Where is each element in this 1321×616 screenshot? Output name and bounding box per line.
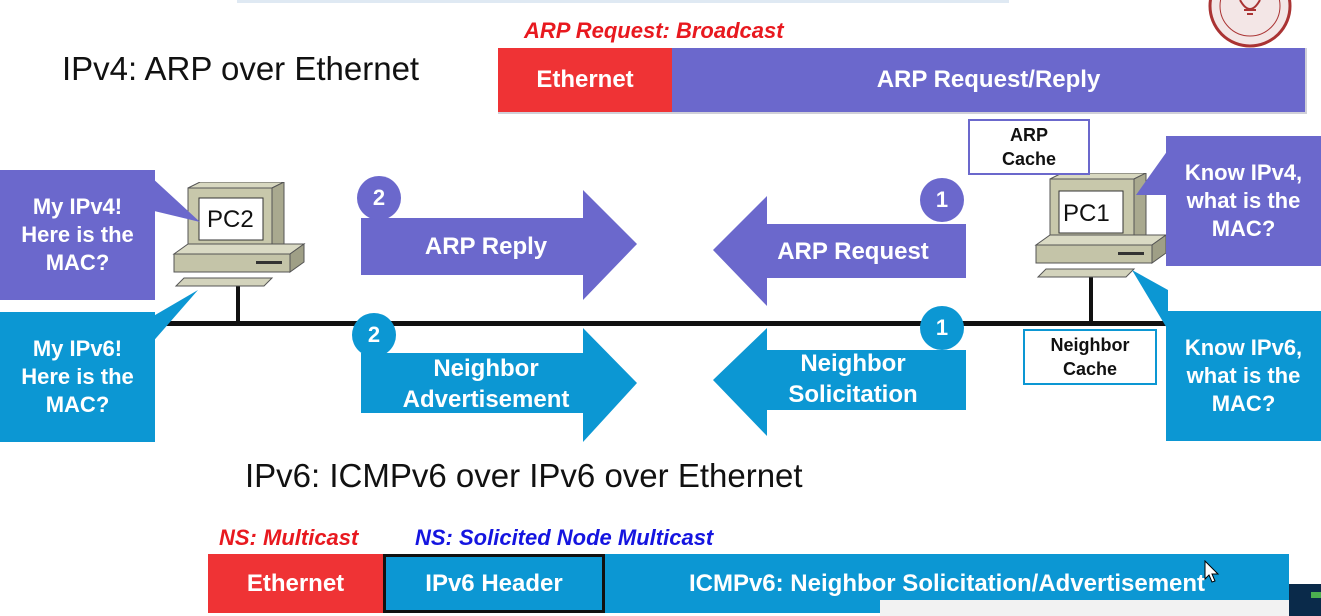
pc2-drop-line	[236, 283, 240, 323]
pc1-ipv6-line3: MAC?	[1211, 391, 1276, 416]
ipv6-title: IPv6: ICMPv6 over IPv6 over Ethernet	[245, 457, 803, 494]
corner-status-indicator	[1311, 592, 1321, 598]
arp-payload-cell: ARP Request/Reply	[672, 48, 1305, 112]
pc2-computer-icon	[172, 182, 306, 287]
corner-thumbnail	[1289, 584, 1321, 616]
mouse-cursor-icon	[1204, 560, 1220, 583]
neighbor-solicitation-line2: Solicitation	[788, 381, 918, 408]
arp-ethernet-cell: Ethernet	[498, 48, 672, 112]
neighbor-solicitation-arrow	[713, 328, 966, 436]
pc1-ipv6-line1: Know IPv6,	[1184, 335, 1303, 360]
pc1-label: PC1	[1063, 200, 1110, 227]
arp-reply-arrow	[361, 190, 637, 300]
pc2-ipv4-line2: Here is the	[21, 222, 134, 247]
arp-broadcast-label: ARP Request: Broadcast	[524, 18, 784, 43]
pc2-ipv6-line1: My IPv6!	[32, 336, 123, 361]
neighbor-advertisement-line1: Neighbor	[433, 355, 539, 382]
pc2-ipv6-line2: Here is the	[21, 364, 134, 389]
neighbor-advertisement-arrow	[361, 328, 637, 442]
neighbor-advertisement-line2: Advertisement	[402, 386, 570, 413]
pc1-ipv4-line2: what is the	[1186, 188, 1301, 213]
arp-request-step-badge: 1	[920, 178, 964, 222]
arp-request-arrow	[713, 196, 966, 306]
neighbor-solicitation-step-badge: 1	[920, 306, 964, 350]
pc1-ipv6-line2: what is the	[1186, 363, 1301, 388]
pc1-drop-line	[1089, 275, 1093, 323]
neighbor-advertisement-step-badge: 2	[352, 313, 396, 357]
university-seal-logo	[1208, 0, 1292, 48]
partial-overlay	[880, 600, 1289, 616]
arp-request-label: ARP Request	[777, 238, 929, 265]
neighbor-cache-line2: Cache	[1062, 359, 1118, 379]
arp-cache-line2: Cache	[1001, 149, 1057, 169]
pc2-ipv6-line3: MAC?	[45, 392, 110, 417]
ns-ipv6-header-cell: IPv6 Header	[383, 554, 605, 613]
pc2-ipv4-line1: My IPv4!	[32, 194, 123, 219]
pc2-ipv4-line3: MAC?	[45, 250, 110, 275]
ns-ethernet-cell: Ethernet	[208, 554, 383, 613]
neighbor-solicitation-line1: Neighbor	[800, 350, 906, 377]
pc1-ipv4-line1: Know IPv4,	[1184, 160, 1303, 185]
pc2-label: PC2	[207, 206, 254, 233]
ns-multicast-label: NS: Multicast	[219, 525, 359, 550]
arp-cache-box: ARP Cache	[968, 119, 1090, 175]
top-divider	[237, 0, 1009, 3]
ethernet-link-line	[150, 321, 1170, 326]
ipv4-title: IPv4: ARP over Ethernet	[62, 50, 420, 87]
ns-solicited-node-label: NS: Solicited Node Multicast	[415, 525, 714, 550]
arp-reply-step-badge: 2	[357, 176, 401, 220]
arp-reply-label: ARP Reply	[424, 233, 548, 260]
arp-cache-line1: ARP	[1009, 125, 1048, 145]
pc1-ipv4-line3: MAC?	[1211, 216, 1276, 241]
neighbor-cache-line1: Neighbor	[1050, 335, 1130, 355]
arp-frame-bar: Ethernet ARP Request/Reply	[498, 48, 1307, 114]
